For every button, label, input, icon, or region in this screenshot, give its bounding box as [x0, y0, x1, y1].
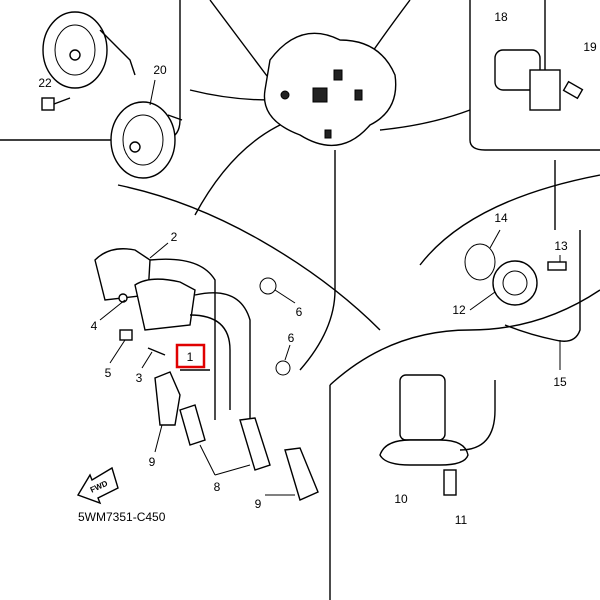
callouts: 1 2 3 4 5 6 6 8 9 9 10 11 12 13 14 15 18… [38, 10, 597, 527]
callout-15[interactable]: 15 [553, 375, 567, 389]
horn-upper [42, 11, 136, 89]
sensor-12 [464, 160, 581, 342]
bolt-22 [41, 97, 71, 111]
sensor-18 [494, 0, 584, 111]
callout-5[interactable]: 5 [105, 366, 112, 380]
callout-11[interactable]: 11 [455, 513, 468, 527]
callout-12[interactable]: 12 [452, 303, 466, 317]
callout-3[interactable]: 3 [136, 371, 143, 385]
callout-4[interactable]: 4 [91, 319, 98, 333]
wire-harness-assembly [263, 32, 397, 147]
leader-lines [99, 79, 561, 496]
callout-9a[interactable]: 9 [149, 455, 156, 469]
clamp-6 [259, 277, 291, 376]
callout-22[interactable]: 22 [38, 76, 52, 90]
diagram-code: 5WM7351-C450 [78, 510, 166, 524]
callout-9b[interactable]: 9 [255, 497, 262, 511]
ignition-coil-assembly [94, 248, 251, 430]
horn-lower [110, 101, 183, 179]
callout-20[interactable]: 20 [153, 63, 167, 77]
callout-6b[interactable]: 6 [288, 331, 295, 345]
highlight-box-part-1 [175, 343, 206, 369]
callout-19[interactable]: 19 [583, 40, 597, 54]
fwd-arrow: FWD [76, 466, 119, 505]
callout-1[interactable]: 1 [187, 350, 194, 364]
callout-6a[interactable]: 6 [296, 305, 303, 319]
callout-18[interactable]: 18 [494, 10, 508, 24]
plug-caps [154, 371, 319, 501]
nut-5-bolt-3 [119, 329, 166, 356]
callout-2[interactable]: 2 [171, 230, 178, 244]
callout-13[interactable]: 13 [554, 239, 568, 253]
relay-10 [379, 374, 496, 496]
callout-10[interactable]: 10 [394, 492, 408, 506]
callout-14[interactable]: 14 [494, 211, 508, 225]
callout-8[interactable]: 8 [214, 480, 221, 494]
